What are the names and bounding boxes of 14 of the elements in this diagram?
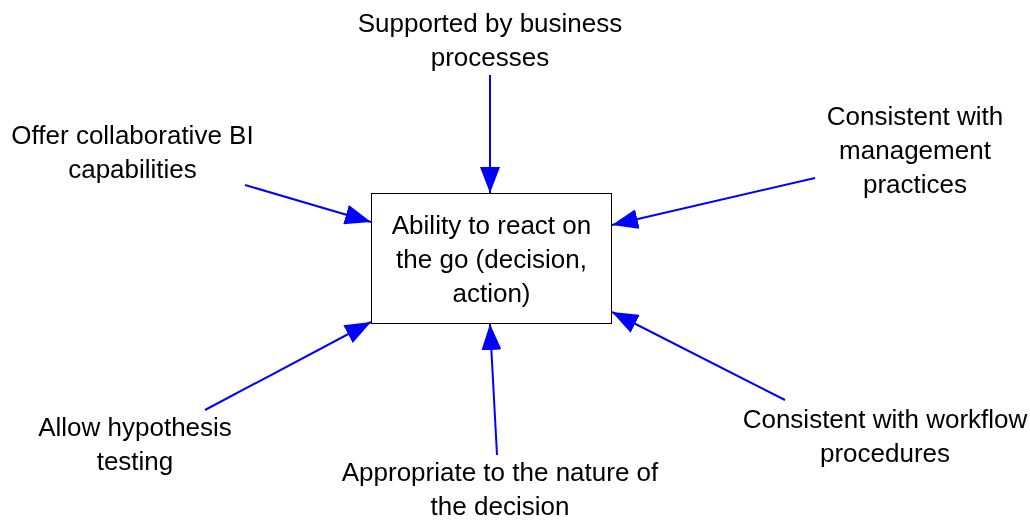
factor-label: Offer collaborative BI capabilities <box>10 119 255 186</box>
arrow <box>480 74 500 194</box>
arrow <box>611 311 786 401</box>
factor-label: Allow hypothesis testing <box>37 411 233 478</box>
factor-label: Consistent with workflow procedures <box>741 403 1029 470</box>
factor-label: Consistent with management practices <box>825 100 1005 201</box>
process-box <box>371 193 612 324</box>
arrow <box>611 177 816 229</box>
box-label: Ability to react on the go (decision, action) <box>390 208 593 310</box>
factor-label: Appropriate to the nature of the decision <box>340 456 660 523</box>
arrow <box>481 323 502 456</box>
factor-label: Supported by business processes <box>356 7 624 74</box>
arrow <box>204 321 372 411</box>
arrow <box>244 184 372 225</box>
